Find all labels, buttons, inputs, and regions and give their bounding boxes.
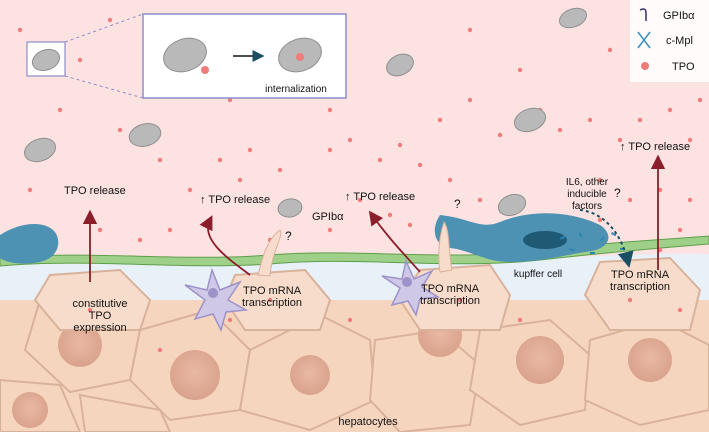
hepatocyte-projection xyxy=(257,229,282,277)
hepatocyte-nucleus xyxy=(58,323,102,367)
hepatocyte-nucleus xyxy=(290,355,330,395)
platelet xyxy=(128,123,162,147)
question-mark: ? xyxy=(614,186,621,200)
internalization-label: internalization xyxy=(265,84,327,95)
hepatocyte-layer xyxy=(0,256,709,432)
platelet xyxy=(558,7,588,29)
hepatocyte-nucleus xyxy=(516,336,564,384)
release-arrow-2 xyxy=(199,215,251,276)
mrna-label-2-line1: TPO mRNA xyxy=(421,283,480,295)
constitutive-label-line2: TPO xyxy=(89,310,112,322)
mrna-label-3-line1: TPO mRNA xyxy=(611,269,670,281)
question-mark: ? xyxy=(454,197,461,211)
mrna-label-1-line1: TPO mRNA xyxy=(243,285,302,297)
il6-signal-arrow xyxy=(579,209,634,268)
mrna-label-3-line2: transcription xyxy=(610,281,670,293)
hepatocyte-cell xyxy=(78,393,172,432)
tpo-release-increase-label: ↑ TPO release xyxy=(620,141,690,153)
release-arrow-3 xyxy=(368,210,421,273)
space-of-disse xyxy=(0,253,709,310)
platelet xyxy=(497,193,527,217)
platelet xyxy=(386,53,414,77)
il6-label-line1: IL6, other xyxy=(566,177,609,188)
platelet xyxy=(277,198,303,218)
mrna-label-2-line2: transcription xyxy=(420,295,480,307)
gpib-label: GPIbα xyxy=(312,211,344,223)
tpo-dot-icon xyxy=(641,62,649,70)
internalization-inset: internalization xyxy=(26,13,347,99)
legend-label-c-mpl: c-Mpl xyxy=(666,35,693,47)
hepatocyte-nucleus xyxy=(628,338,672,382)
constitutive-label-line3: expression xyxy=(73,322,126,334)
il6-signals xyxy=(560,232,625,254)
legend: GPIbα c-Mpl TPO xyxy=(630,0,709,82)
kupffer-cell xyxy=(434,213,609,262)
stellate-nucleus-2 xyxy=(402,277,412,287)
mrna-label-1-line2: transcription xyxy=(242,297,302,309)
il6-label-line2: inducible xyxy=(567,189,607,200)
question-mark: ? xyxy=(285,229,292,243)
stellate-cell-1 xyxy=(184,267,249,333)
legend-label-tpo: TPO xyxy=(672,61,695,73)
hepatocyte-nucleus xyxy=(12,392,48,428)
kupffer-cell-label: kupffer cell xyxy=(514,269,562,280)
hepatocytes-label: hepatocytes xyxy=(338,416,398,428)
stellate-nucleus-1 xyxy=(208,288,218,298)
platelet xyxy=(24,137,56,163)
hepatocyte-nucleus xyxy=(170,350,220,400)
c-mpl-receptor-icon xyxy=(637,31,651,49)
stellate-cell-2 xyxy=(381,258,441,317)
gpib-receptor-icon xyxy=(639,8,647,21)
hepatocyte-top-4 xyxy=(583,256,702,331)
constitutive-label-line1: constitutive xyxy=(72,298,127,310)
legend-label-gpib: GPIbα xyxy=(663,10,695,22)
tpo-release-increase-label: ↑ TPO release xyxy=(345,191,415,203)
il6-label-line3: factors xyxy=(572,201,602,212)
platelet xyxy=(514,107,546,133)
hepatocyte-projection xyxy=(438,220,453,273)
hepatocyte-top-1 xyxy=(33,268,152,331)
tpo-release-label: TPO release xyxy=(64,185,126,197)
kupffer-cell-left xyxy=(0,224,59,264)
tpo-release-increase-label: ↑ TPO release xyxy=(200,194,270,206)
